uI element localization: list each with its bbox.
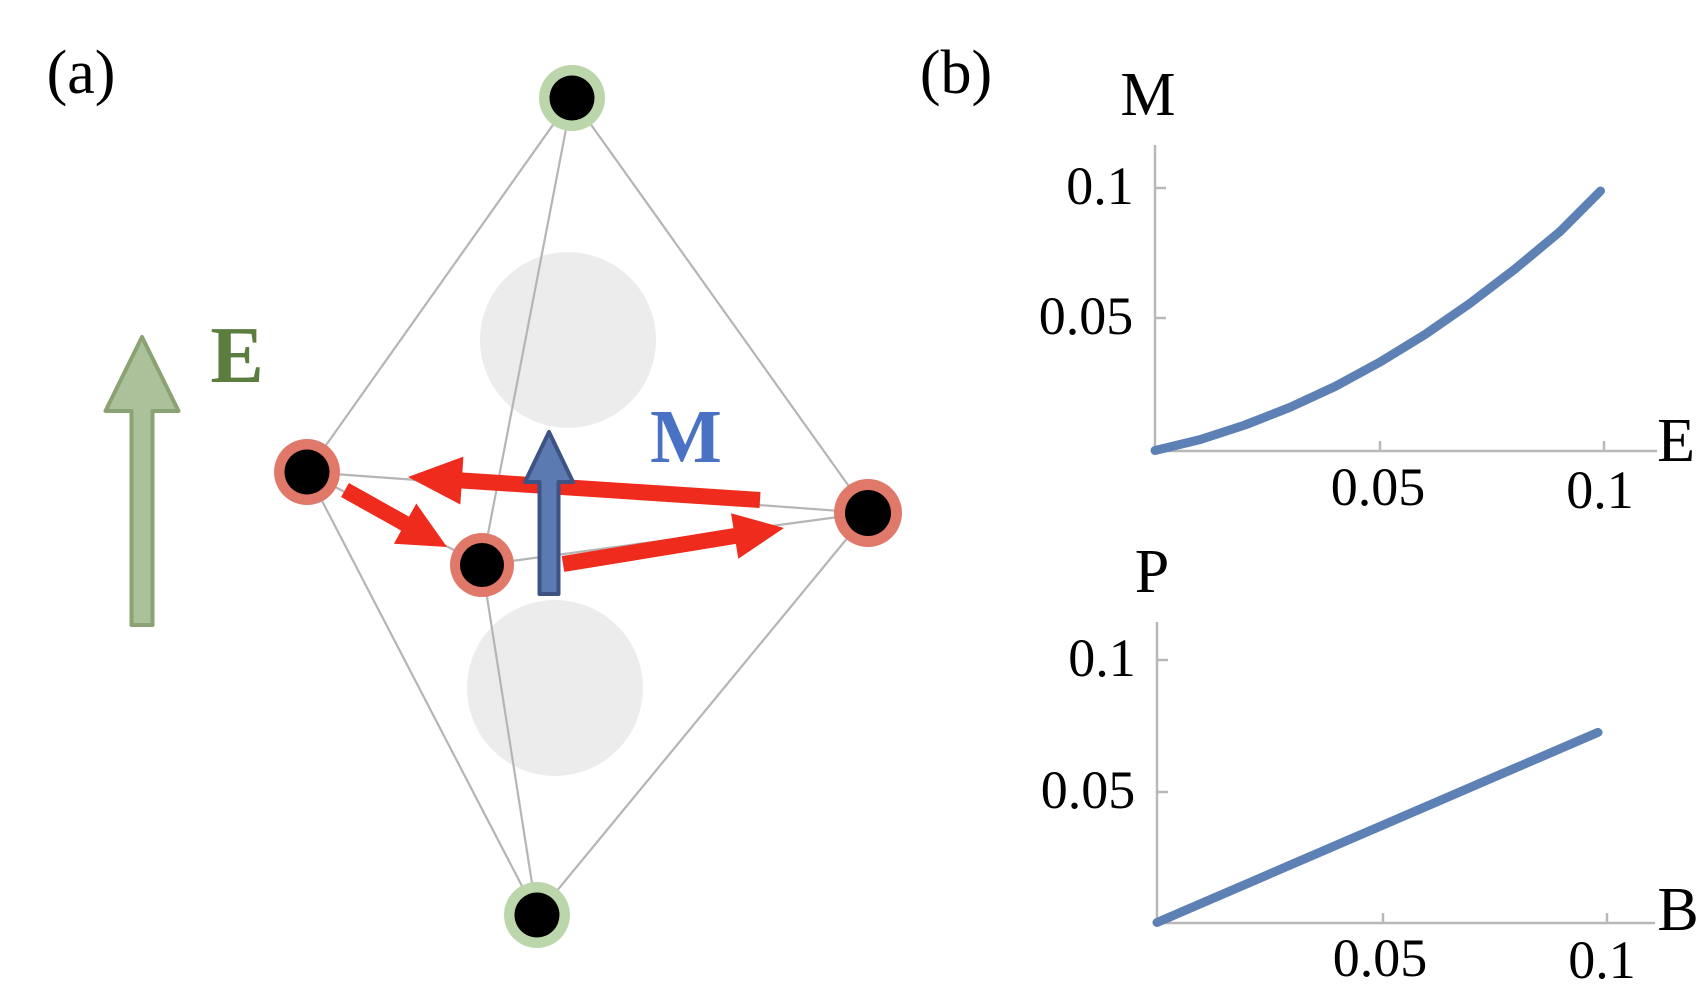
curve-P-vs-B [1152,727,1603,927]
magnetization-label: M [650,395,722,479]
bipyramid-edges [306,97,869,916]
top-chart-ytick-label-0.05: 0.05 [1038,286,1134,346]
apex-atom-top [539,65,605,131]
e-field-arrow [103,335,181,627]
e-field-label: E [210,312,264,400]
arrows [103,335,784,627]
edge-bottom-center [480,564,539,916]
equatorial-atom-left [274,439,340,505]
top-chart-ylabel: M [1120,61,1176,129]
bottom-chart-ytick-label-0.05: 0.05 [1040,760,1136,820]
bottom-chart-xtick-label-0.05: 0.05 [1332,928,1428,988]
panel-a-label: (a) [46,39,116,107]
top-chart-xlabel: E [1657,407,1695,475]
equatorial-atom-left-core [284,449,330,495]
apex-atom-top-core [549,75,595,121]
spin-arrow-left-to-center [341,483,447,547]
edge-bottom-left [306,471,538,916]
magnetization-arrow [523,430,575,596]
spin-arrow-center-to-right [561,513,784,572]
apex-atom-bottom [504,882,570,948]
spin-arrow-right-to-left [408,456,761,508]
apex-atom-bottom-core [514,892,560,938]
bottom-chart-xlabel: B [1657,876,1699,944]
bottom-chart-xtick-label-0.1: 0.1 [1568,930,1636,990]
bottom-chart-ytick-label-0.1: 0.1 [1068,628,1136,688]
atoms [274,65,902,948]
upper-gray-sphere [480,252,656,428]
top-chart-xtick-label-0.05: 0.05 [1330,457,1426,517]
equatorial-atom-right-core [845,490,891,536]
inner-spheres [467,252,656,776]
equatorial-atom-center [450,533,514,597]
edge-top-left [306,97,573,473]
panel-b-label: (b) [919,39,993,107]
chart-axes [1153,145,1657,925]
edge-top-right [571,97,869,514]
top-chart-ytick-label-0.1: 0.1 [1066,156,1134,216]
top-chart-xtick-label-0.1: 0.1 [1566,460,1634,520]
chart-curves [1150,186,1605,927]
equatorial-atom-center-core [460,543,504,587]
curve-M-vs-E [1150,186,1605,455]
equatorial-atom-right [834,479,902,547]
bottom-chart-ylabel: P [1134,538,1170,606]
lower-gray-sphere [467,600,643,776]
edge-bottom-right [536,512,869,916]
